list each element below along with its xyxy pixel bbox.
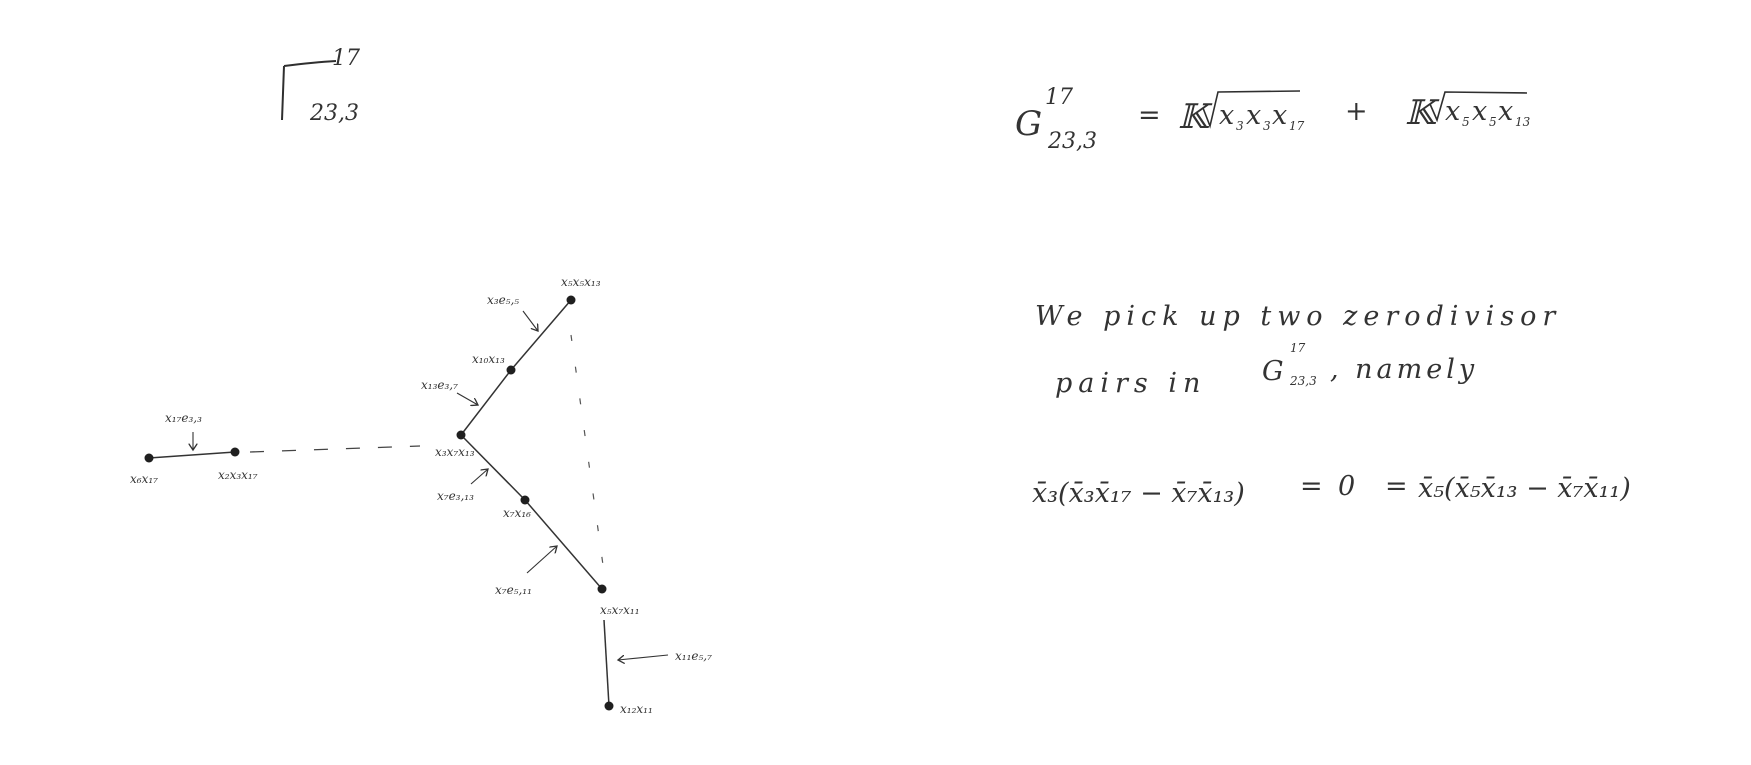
arrow-e34 bbox=[456, 392, 478, 405]
vertex-label-v1: x₆x₁₇ bbox=[130, 472, 158, 486]
vertex-label-v3: x₃x₇x₁₃ bbox=[435, 445, 475, 459]
equation-eq1: = bbox=[1300, 471, 1323, 502]
equation-zero: 0 bbox=[1338, 471, 1355, 502]
vertex-v3 bbox=[456, 430, 466, 440]
explanation-text: We pick up two zerodivisor pairs in G 17… bbox=[1035, 301, 1561, 399]
def-G-plus: + bbox=[1345, 96, 1368, 127]
edge-label-e34: x₁₃e₃,₇ bbox=[421, 378, 458, 392]
def-G-term1-x1: x bbox=[1219, 100, 1234, 131]
def-G-base: G bbox=[1015, 104, 1042, 144]
arrow-e36 bbox=[470, 469, 488, 485]
definition-G: G 17 23,3 = 𝕂 x 3 x 3 x 17 + 𝕂 x 5 x 5 x… bbox=[1015, 85, 1531, 154]
arrow-e67 bbox=[526, 546, 557, 574]
dashed-edge-v2-v3 bbox=[249, 445, 421, 453]
def-G-equals: = bbox=[1138, 100, 1161, 131]
vertex-v7 bbox=[597, 584, 607, 594]
edge-label-e12: x₁₇e₃,₃ bbox=[165, 411, 202, 425]
vertex-v8 bbox=[604, 701, 614, 711]
text-line2-a: pairs in bbox=[1055, 368, 1206, 399]
def-G-term2-x2: x bbox=[1472, 96, 1487, 127]
text-line1: We pick up two zerodivisor bbox=[1035, 301, 1561, 332]
vertex-label-v4: x₁₀x₁₃ bbox=[472, 352, 505, 366]
edge-label-e36: x₇e₃,₁₃ bbox=[437, 489, 474, 503]
def-G-term1-x3: x bbox=[1272, 100, 1287, 131]
text-line2-sup: 17 bbox=[1290, 341, 1306, 355]
text-line2-sub: 23,3 bbox=[1289, 374, 1317, 388]
vertex-v2 bbox=[230, 447, 240, 457]
def-G-term1-sub3: 17 bbox=[1289, 119, 1305, 133]
equation-eq2: = bbox=[1385, 471, 1408, 502]
text-line2-G: G bbox=[1262, 356, 1284, 387]
edge-v3-v6 bbox=[460, 434, 526, 501]
vertex-v6 bbox=[520, 495, 530, 505]
title-F-symbol: 17 23,3 bbox=[281, 46, 360, 126]
title-F-sub: 23,3 bbox=[309, 101, 359, 126]
vertex-label-v8: x₁₂x₁₁ bbox=[620, 702, 653, 716]
edge-v3-v4 bbox=[460, 369, 512, 436]
vertex-label-v6: x₇x₁₆ bbox=[503, 506, 531, 520]
dashed-edge-v5-v7 bbox=[570, 334, 604, 566]
title-F-sup: 17 bbox=[332, 46, 360, 71]
vertex-v1 bbox=[144, 453, 154, 463]
equation-right: x̄₅(x̄₅x̄₁₃ − x̄₇x̄₁₁) bbox=[1418, 473, 1631, 504]
vertex-label-v7: x₅x₇x₁₁ bbox=[600, 603, 640, 617]
def-G-term1-sub1: 3 bbox=[1236, 119, 1244, 133]
edge-label-e78: x₁₁e₅,₇ bbox=[675, 649, 712, 663]
def-G-term2-sub1: 5 bbox=[1462, 115, 1470, 129]
vertex-v4 bbox=[506, 365, 516, 375]
def-G-term1-sub2: 3 bbox=[1263, 119, 1271, 133]
vertex-v5 bbox=[566, 295, 576, 305]
edge-label-e67: x₇e₅,₁₁ bbox=[495, 583, 532, 597]
edge-label-e45: x₃e₅,₅ bbox=[487, 293, 519, 307]
def-G-term2-sub3: 13 bbox=[1515, 115, 1531, 129]
vertex-label-v5: x₅x₅x₁₃ bbox=[561, 275, 601, 289]
equation-left: x̄₃(x̄₃x̄₁₇ − x̄₇x̄₁₃) bbox=[1032, 478, 1245, 509]
def-G-term1-x2: x bbox=[1246, 100, 1261, 131]
zerodivisor-equation: x̄₃(x̄₃x̄₁₇ − x̄₇x̄₁₃) = 0 = x̄₅(x̄₅x̄₁₃… bbox=[1032, 471, 1631, 509]
edge-v1-v2 bbox=[148, 451, 236, 459]
vertex-label-v2: x₂x₃x₁₇ bbox=[218, 468, 258, 482]
def-G-term2-x3: x bbox=[1498, 96, 1513, 127]
edge-v4-v5 bbox=[510, 299, 572, 371]
arrow-e45 bbox=[522, 310, 538, 331]
arrow-e78 bbox=[618, 654, 669, 660]
def-G-term2-sub2: 5 bbox=[1489, 115, 1497, 129]
def-G-sup: 17 bbox=[1045, 85, 1073, 110]
edge-v6-v7 bbox=[524, 499, 603, 590]
text-line2-b: , namely bbox=[1330, 354, 1478, 385]
edge-v7-v8 bbox=[603, 619, 610, 707]
graph: x₆x₁₇ x₂x₃x₁₇ x₃x₇x₁₃ x₁₀x₁₃ x₅x₅x₁₃ x₇x… bbox=[130, 275, 712, 716]
def-G-sub: 23,3 bbox=[1047, 129, 1097, 154]
def-G-term1-field: 𝕂 bbox=[1178, 97, 1213, 137]
def-G-term2-x1: x bbox=[1445, 96, 1460, 127]
